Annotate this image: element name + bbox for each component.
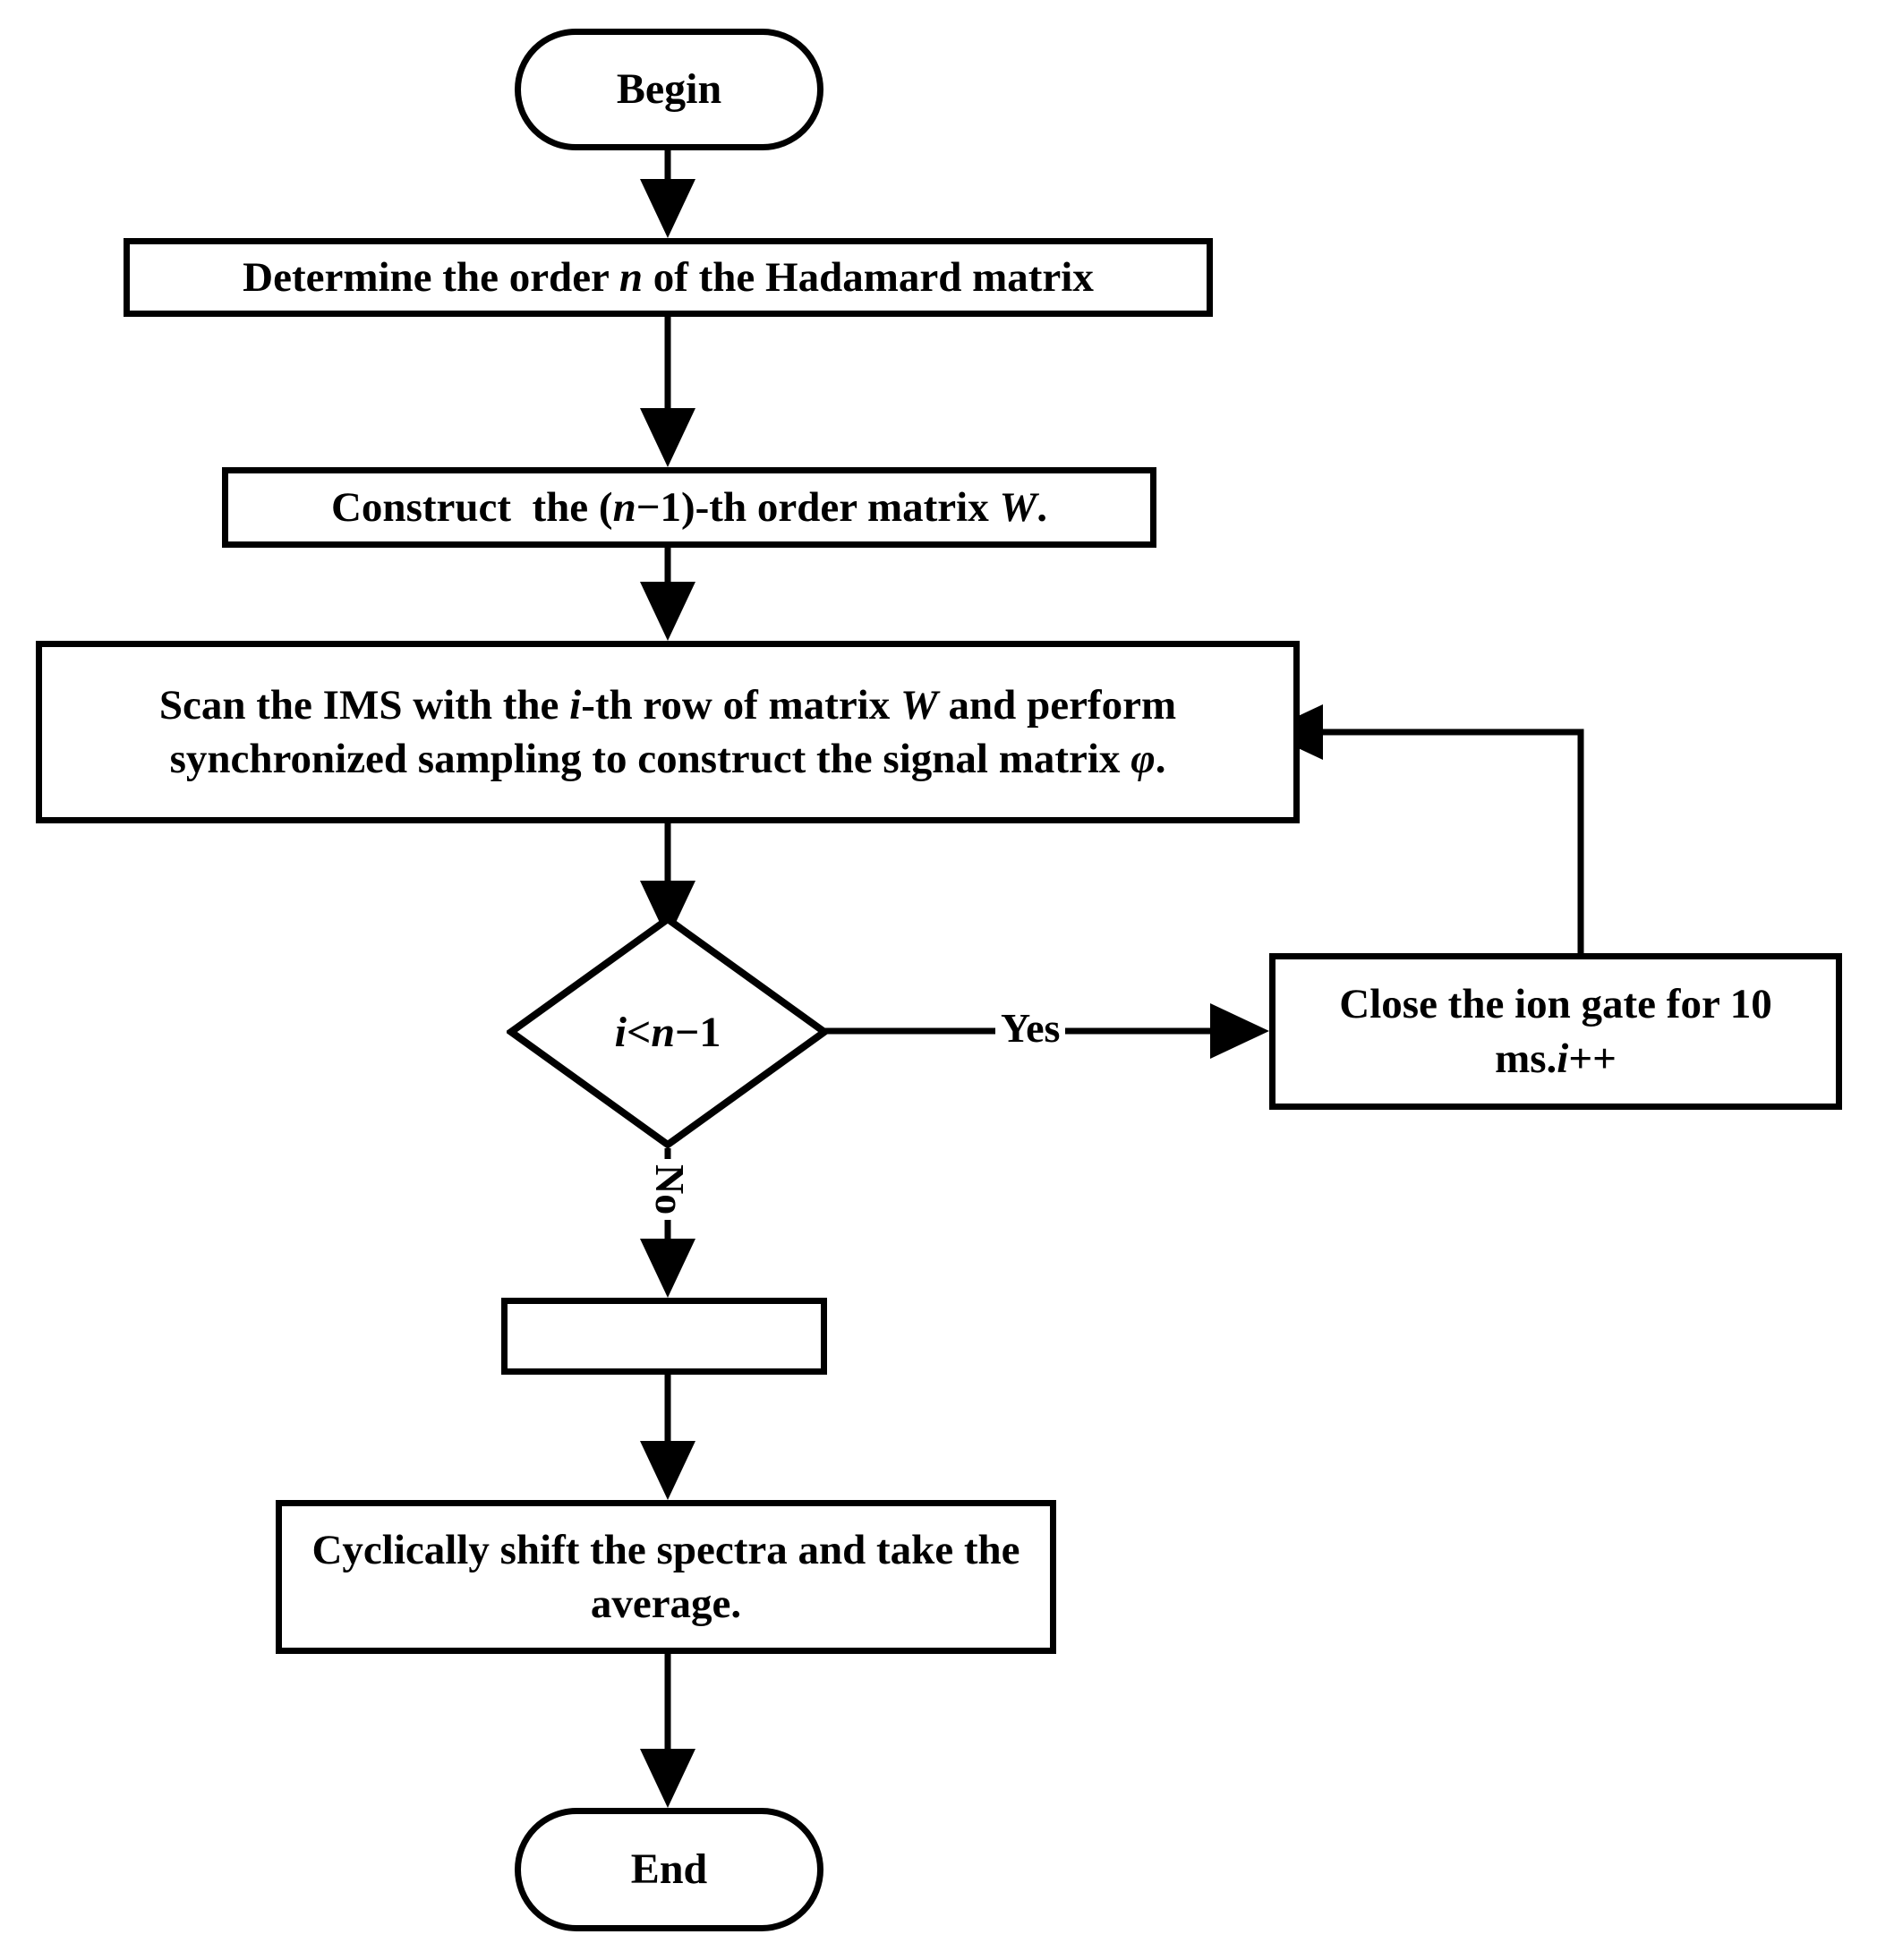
node-construct-matrix[interactable]: Construct the (n−1)-th order matrix W. — [222, 467, 1156, 548]
node-begin-label: Begin — [616, 65, 722, 114]
edge-label-yes: Yes — [995, 1004, 1066, 1052]
arrowhead-to-emptybox — [640, 1239, 695, 1298]
node-decision-label: i<n−1 — [614, 1008, 721, 1056]
arrowhead-to-end — [640, 1749, 695, 1808]
node-scan-ims[interactable]: Scan the IMS with the i-th row of matrix… — [36, 641, 1300, 823]
arrowhead-to-cyclicshift — [640, 1441, 695, 1500]
arrowhead-to-scan — [640, 582, 695, 641]
node-begin[interactable]: Begin — [515, 29, 823, 150]
node-cyclic-shift-label: Cyclically shift the spectra and take th… — [311, 1526, 1020, 1627]
edge-closegate-feedback-to-scan — [1289, 729, 1584, 953]
node-end-label: End — [630, 1845, 708, 1894]
node-construct-matrix-label: Construct the (n−1)-th order matrix W. — [330, 483, 1047, 531]
node-close-ion-gate[interactable]: Close the ion gate for 10 ms.i++ — [1269, 953, 1842, 1110]
node-empty-process[interactable] — [501, 1298, 827, 1375]
arrowhead-to-construct — [640, 408, 695, 467]
node-close-ion-gate-label: Close the ion gate for 10 ms.i++ — [1339, 981, 1772, 1082]
arrowhead-to-determine — [640, 179, 695, 238]
node-determine-order-label: Determine the order n of the Hadamard ma… — [243, 253, 1094, 301]
node-decision-i-lt-n-minus-1[interactable]: i<n−1 — [507, 915, 829, 1149]
node-determine-order[interactable]: Determine the order n of the Hadamard ma… — [124, 238, 1213, 317]
edge-label-no: No — [646, 1159, 694, 1221]
node-end[interactable]: End — [515, 1808, 823, 1931]
arrowhead-to-closegate — [1210, 1003, 1269, 1059]
decision-diamond-shape — [507, 915, 829, 1149]
node-cyclic-shift[interactable]: Cyclically shift the spectra and take th… — [276, 1500, 1056, 1654]
node-scan-ims-label: Scan the IMS with the i-th row of matrix… — [158, 681, 1177, 782]
